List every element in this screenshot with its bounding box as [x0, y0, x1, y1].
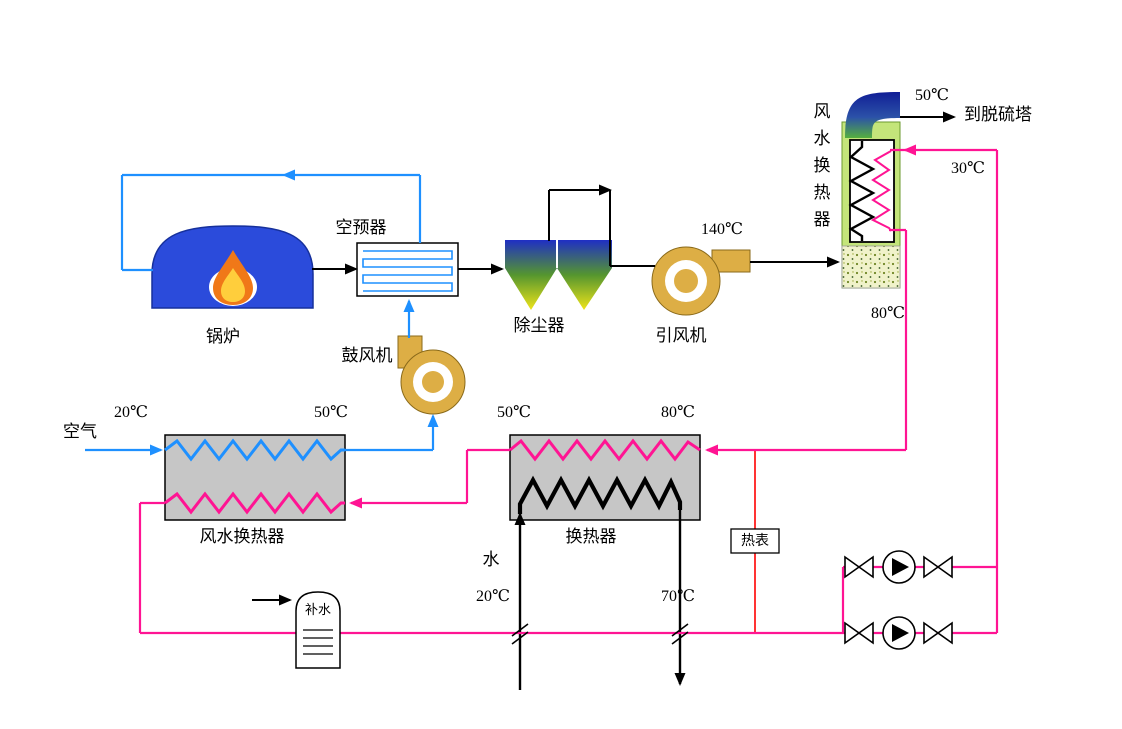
pump-rotor-icon — [892, 558, 909, 576]
air-label: 空气 — [63, 422, 97, 441]
fan-outlet-temp: 140℃ — [701, 221, 743, 238]
flue-hx-water-coil — [870, 150, 892, 232]
heat-meter-label: 热表 — [741, 534, 769, 549]
makeup-water-label: 补水 — [304, 602, 331, 617]
supply-temp: 80℃ — [871, 305, 905, 322]
air-lines — [85, 169, 453, 462]
tank-hatch — [303, 629, 333, 655]
flue-inlet-section — [841, 245, 901, 289]
flue-gas-lines — [252, 111, 956, 690]
tap-out-temp: 70℃ — [661, 588, 695, 605]
water-water-hx-box — [509, 434, 701, 521]
induced-draft-fan — [651, 246, 751, 316]
to-desulfurization-label: 到脱硫塔 — [964, 105, 1032, 124]
hx-hot-coil — [509, 438, 701, 462]
water-label: 水 — [482, 550, 500, 569]
air-preheater-box — [356, 242, 459, 297]
blower-fan — [397, 335, 466, 415]
boiler-label: 锅炉 — [206, 327, 240, 346]
valve-icon — [923, 555, 953, 579]
valve-icon — [844, 555, 874, 579]
circulating-water-lines — [138, 144, 999, 635]
pipe-break-marks — [511, 623, 689, 645]
air-coil — [164, 438, 345, 462]
air-out-temp: 50℃ — [314, 404, 348, 421]
preheater-coil — [362, 250, 453, 292]
air-water-hx-label: 风水换热器 — [199, 527, 285, 546]
flue-outlet-bend — [845, 92, 900, 138]
flue-gas-water-hx — [841, 92, 901, 289]
dust-collector-label: 除尘器 — [513, 316, 565, 335]
dust-collector-body — [505, 240, 612, 310]
return-temp: 30℃ — [951, 160, 985, 177]
air-preheater-label: 空预器 — [335, 218, 387, 237]
valve-icon — [844, 621, 874, 645]
hx-out-temp: 50℃ — [497, 404, 531, 421]
heat-exchanger-label: 换热器 — [565, 527, 617, 546]
valve-icon — [923, 621, 953, 645]
tap-in-temp: 20℃ — [476, 588, 510, 605]
air-in-temp: 20℃ — [114, 404, 148, 421]
pump-group — [844, 550, 953, 650]
blower-label: 鼓风机 — [341, 346, 393, 365]
air-hx-water-coil — [164, 491, 345, 515]
flue-hx-gas-coil — [848, 141, 876, 241]
fan-hub — [674, 269, 698, 293]
stack-out-temp: 50℃ — [915, 87, 949, 104]
flue-water-hx-label: 风水换热器 — [813, 102, 831, 229]
makeup-water-tank — [295, 591, 341, 669]
blower-hub — [422, 371, 444, 393]
heat-meter-box — [730, 528, 780, 554]
hx-in-temp: 80℃ — [661, 404, 695, 421]
flame-inner — [221, 268, 245, 302]
pump-rotor-icon — [892, 624, 909, 642]
tap-water-coil — [517, 475, 683, 514]
induced-draft-fan-label: 引风机 — [655, 326, 707, 345]
boiler — [151, 225, 314, 309]
